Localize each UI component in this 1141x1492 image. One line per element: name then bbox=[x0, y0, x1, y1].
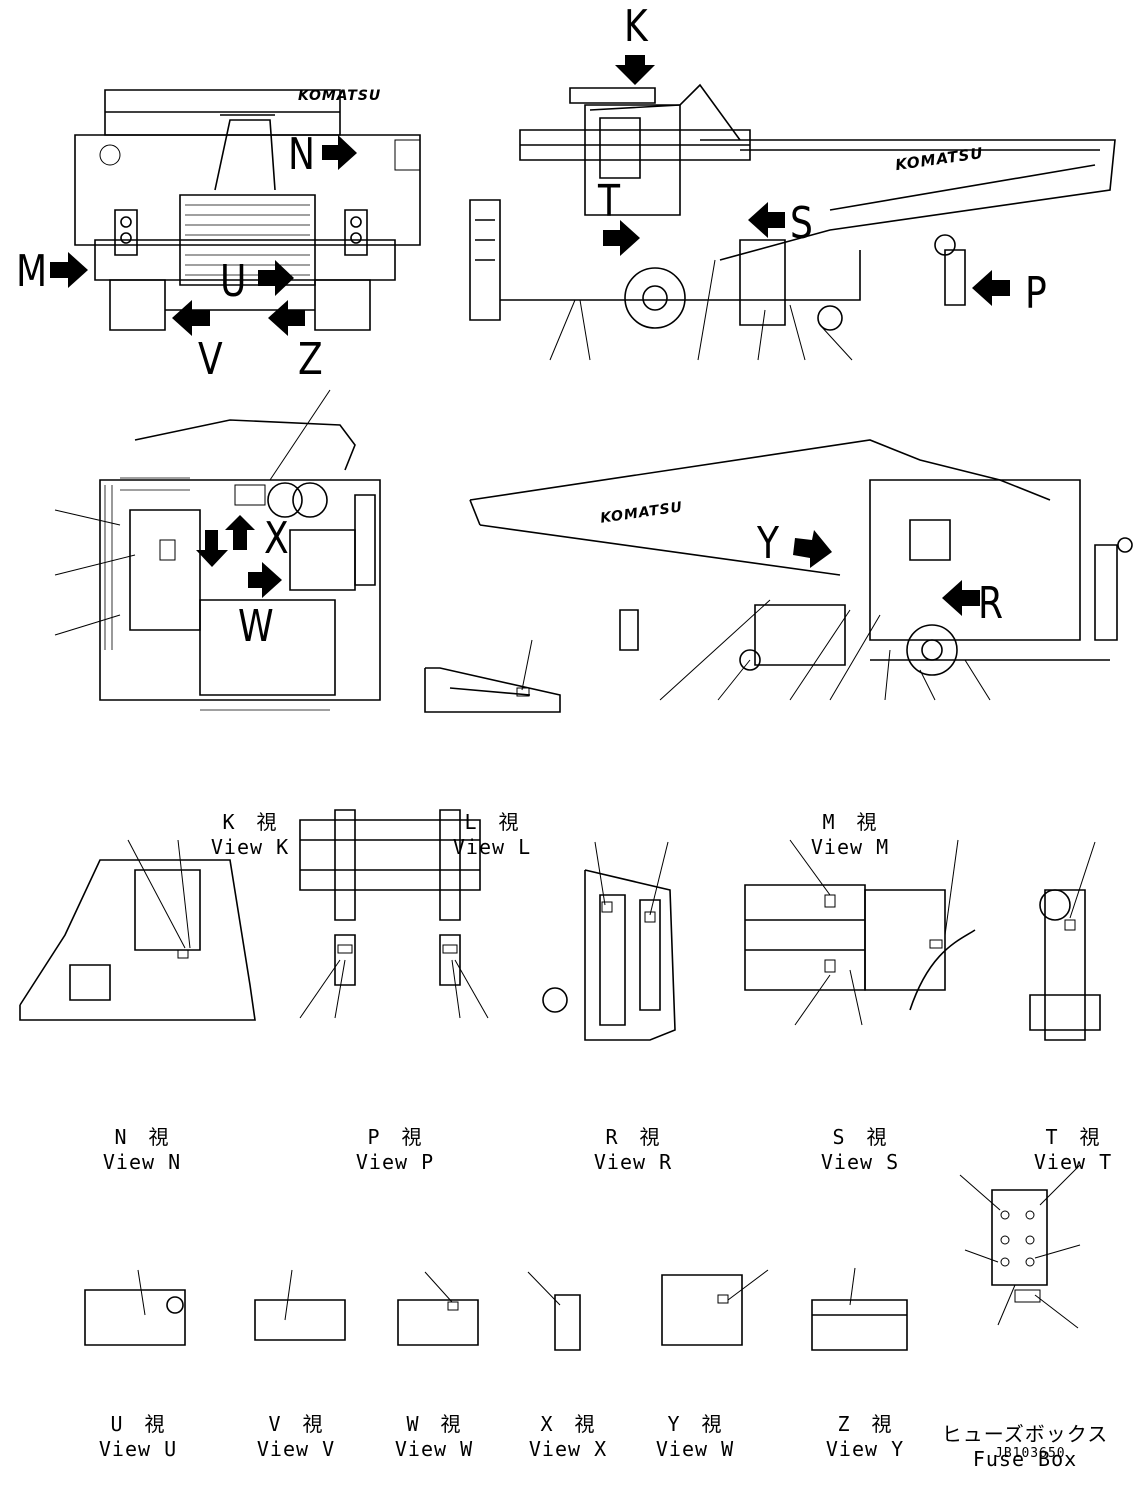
caption-jp: ヒューズボックス bbox=[941, 1422, 1109, 1446]
caption-en: View Y bbox=[825, 1437, 905, 1461]
marker-u: U bbox=[220, 256, 247, 307]
view-t-drawing bbox=[1030, 842, 1100, 1040]
caption-en: View R bbox=[593, 1150, 673, 1174]
marker-k: K bbox=[624, 1, 648, 52]
caption-jp: V 視 bbox=[268, 1412, 324, 1436]
caption-jp: K 視 bbox=[222, 810, 278, 834]
fuse-box-drawing bbox=[960, 1165, 1080, 1328]
arrow-x bbox=[225, 515, 255, 550]
caption-en: View P bbox=[355, 1150, 435, 1174]
brand-text-front: KOMATSU bbox=[298, 88, 382, 104]
caption-jp: W 視 bbox=[406, 1412, 462, 1436]
view-k-drawing bbox=[55, 390, 380, 710]
arrow-p bbox=[972, 270, 1010, 306]
caption-jp: S 視 bbox=[832, 1125, 888, 1149]
view-u-drawing bbox=[85, 1270, 185, 1345]
caption-jp: P 視 bbox=[367, 1125, 423, 1149]
caption-en: View N bbox=[102, 1150, 182, 1174]
caption-en: View V bbox=[256, 1437, 336, 1461]
view-v-drawing bbox=[255, 1270, 345, 1340]
marker-t: T bbox=[598, 176, 621, 227]
marker-s: S bbox=[790, 198, 813, 249]
caption-en: View L bbox=[452, 835, 532, 859]
view-p-drawing bbox=[300, 810, 488, 1018]
side-view-drawing bbox=[470, 85, 1115, 360]
marker-r: R bbox=[978, 578, 1004, 629]
arrow-r bbox=[942, 580, 980, 616]
view-w-drawing bbox=[398, 1272, 478, 1345]
arrow-k bbox=[615, 55, 655, 85]
view-y-drawing bbox=[662, 1270, 768, 1345]
document-id: JB103650 bbox=[995, 1446, 1066, 1461]
view-l-drawing bbox=[425, 640, 560, 712]
caption-jp: L 視 bbox=[464, 810, 520, 834]
view-n-drawing bbox=[20, 840, 255, 1020]
marker-w: W bbox=[238, 601, 274, 652]
caption-en: View W bbox=[394, 1437, 474, 1461]
arrow-s bbox=[748, 202, 785, 238]
caption-jp: U 視 bbox=[110, 1412, 166, 1436]
view-arrows bbox=[50, 55, 1010, 616]
caption-jp: Y 視 bbox=[667, 1412, 723, 1436]
front-view-drawing bbox=[75, 90, 420, 330]
caption-en: Fuse Box bbox=[972, 1447, 1078, 1471]
caption-en: View S bbox=[820, 1150, 900, 1174]
marker-m: M bbox=[16, 246, 48, 297]
arrow-v bbox=[172, 300, 210, 336]
view-r-drawing bbox=[543, 842, 675, 1040]
caption-jp: X 視 bbox=[540, 1412, 596, 1436]
arrow-m bbox=[50, 252, 88, 288]
arrow-l bbox=[196, 530, 228, 567]
view-m-drawing bbox=[470, 440, 1132, 700]
view-s-drawing bbox=[745, 840, 975, 1025]
caption-jp: M 視 bbox=[822, 810, 878, 834]
caption-en: View X bbox=[528, 1437, 608, 1461]
marker-y: Y bbox=[757, 518, 780, 569]
arrow-n bbox=[322, 135, 357, 170]
caption-en: View U bbox=[98, 1437, 178, 1461]
marker-p: P bbox=[1025, 268, 1047, 319]
view-x-drawing bbox=[528, 1272, 580, 1350]
view-z-drawing bbox=[812, 1268, 907, 1350]
arrow-z bbox=[268, 300, 305, 336]
caption-jp: T 視 bbox=[1045, 1125, 1101, 1149]
arrow-u bbox=[258, 260, 294, 296]
caption-en: View M bbox=[810, 835, 890, 859]
arrow-y bbox=[793, 530, 832, 568]
caption-en: View W bbox=[655, 1437, 735, 1461]
arrow-w bbox=[248, 562, 282, 598]
marker-x: X bbox=[264, 513, 289, 564]
marker-n: N bbox=[288, 129, 315, 180]
caption-jp: N 視 bbox=[114, 1125, 170, 1149]
marker-z: Z bbox=[298, 334, 323, 385]
caption-en: View T bbox=[1033, 1150, 1113, 1174]
caption-jp: R 視 bbox=[605, 1125, 661, 1149]
marker-v: V bbox=[198, 334, 223, 385]
arrow-t bbox=[603, 220, 640, 256]
caption-en: View K bbox=[210, 835, 290, 859]
caption-jp: Z 視 bbox=[837, 1412, 893, 1436]
